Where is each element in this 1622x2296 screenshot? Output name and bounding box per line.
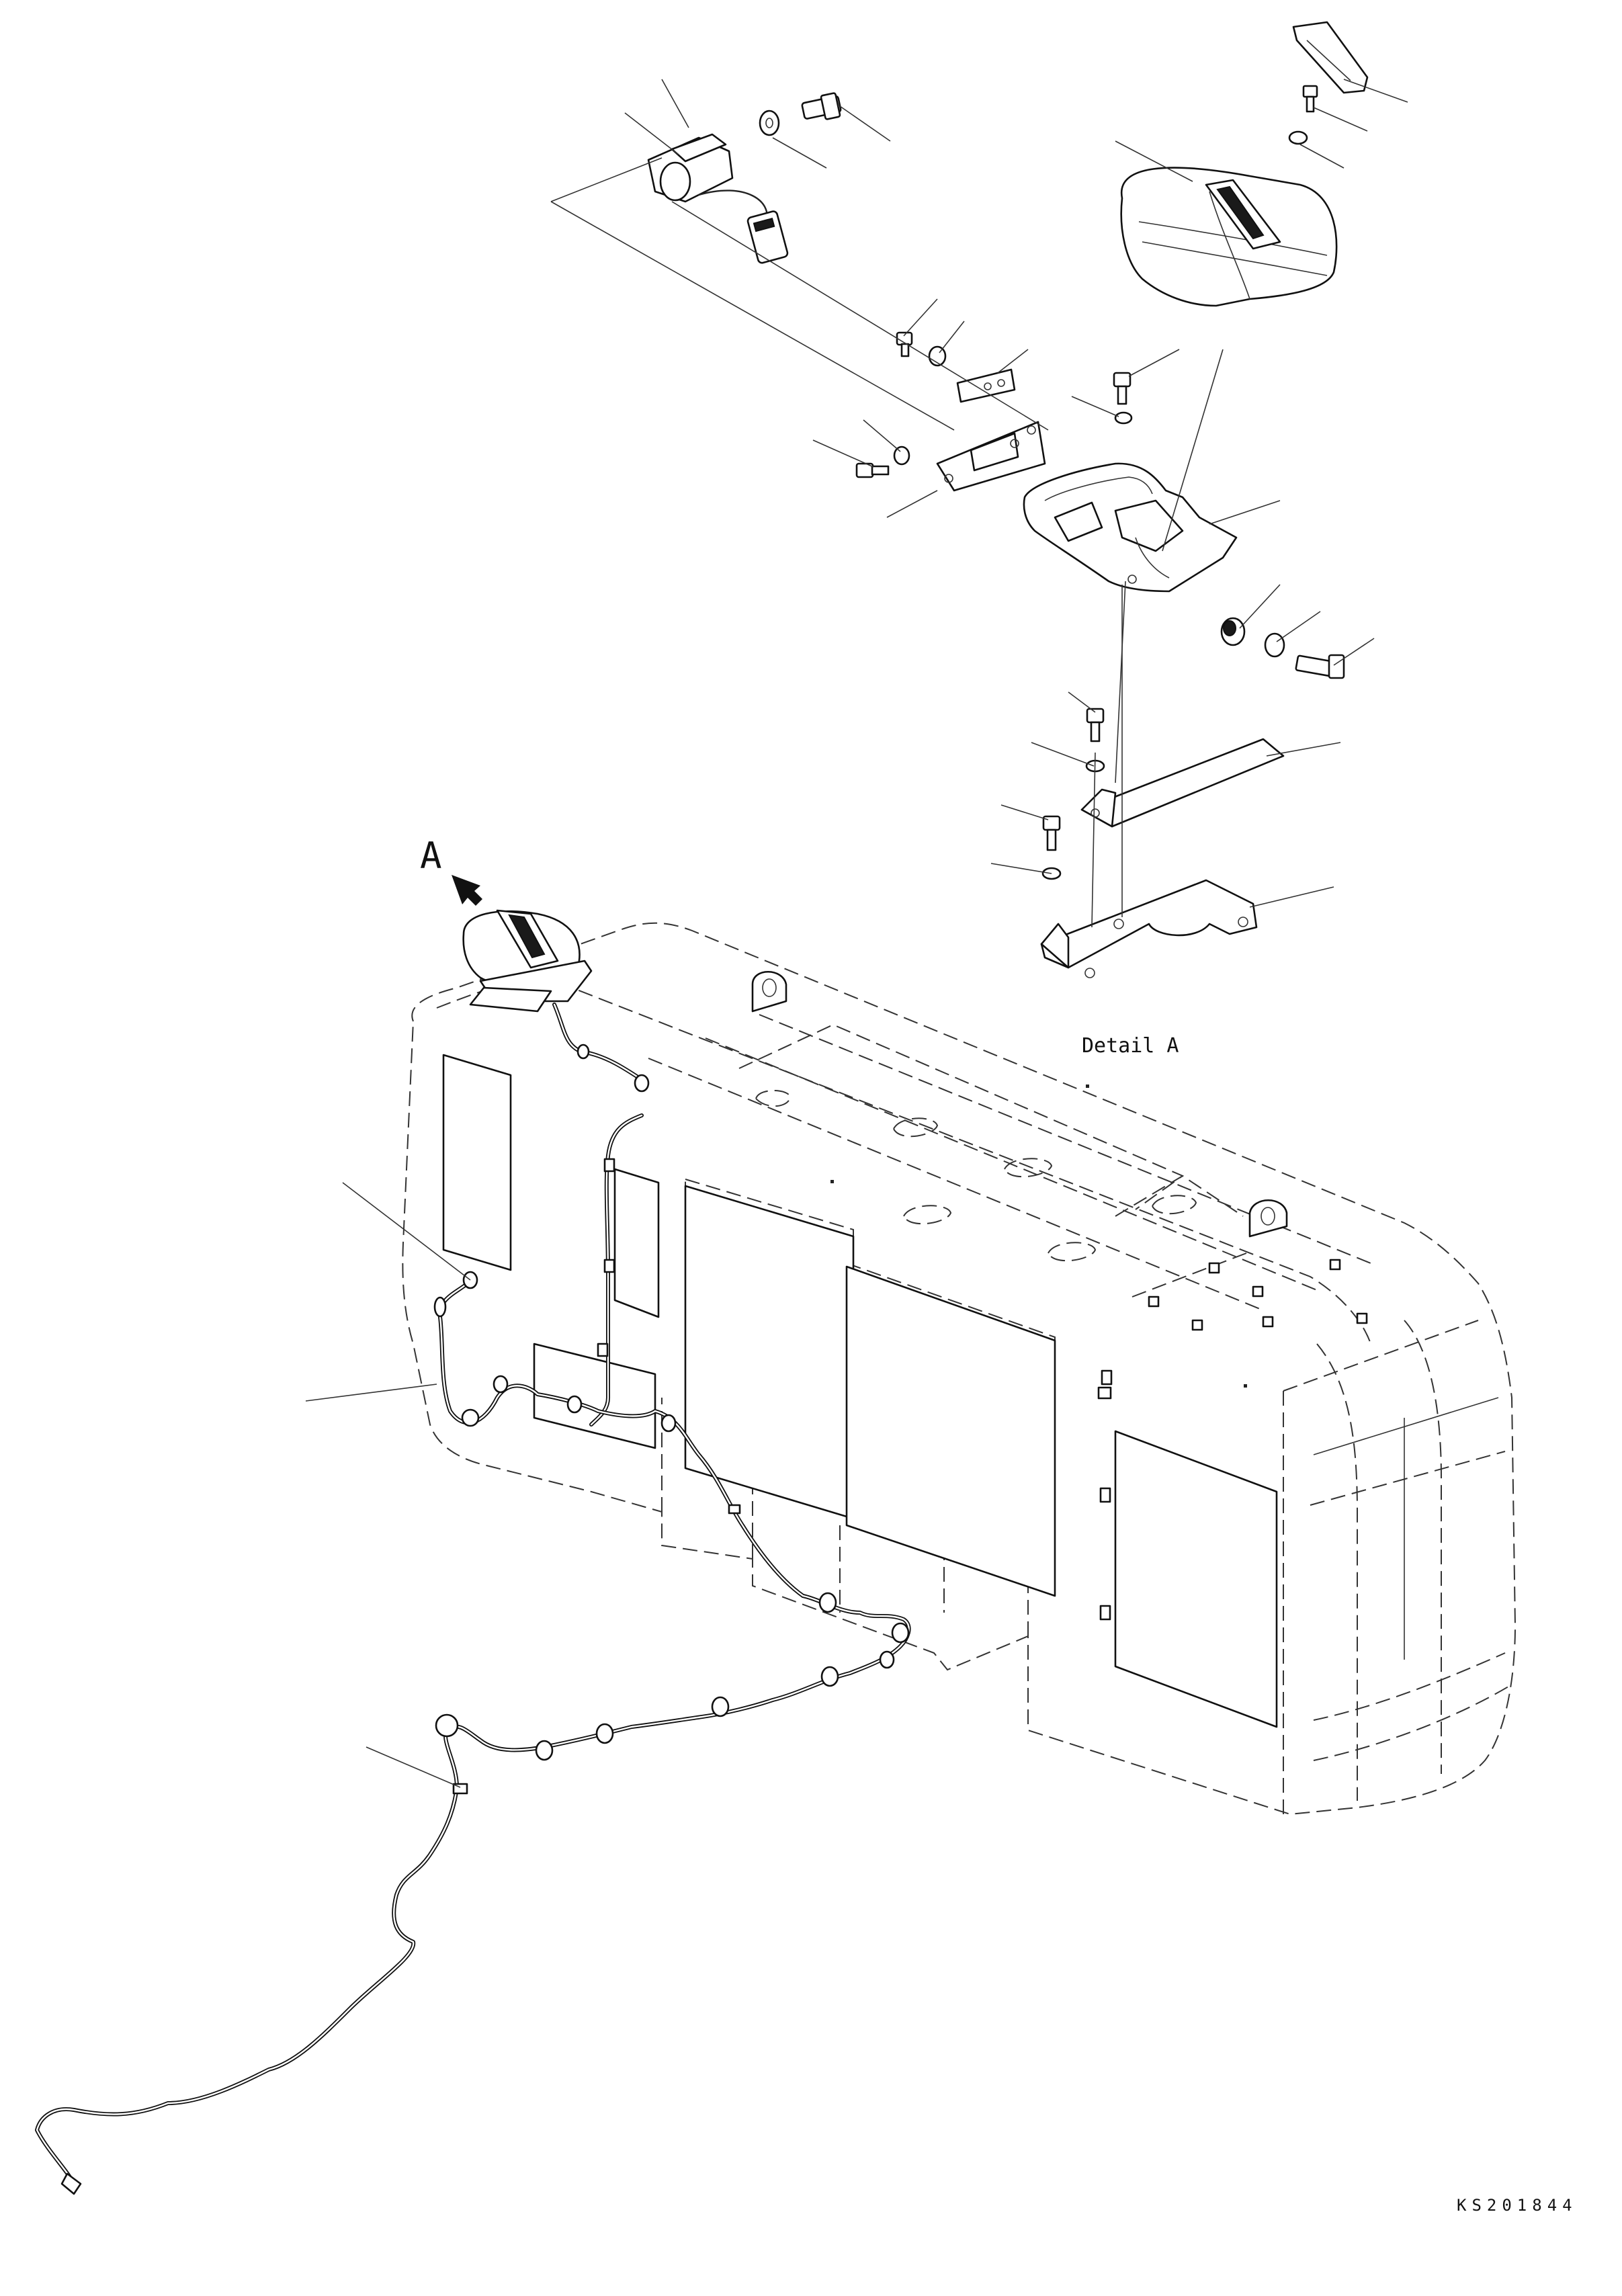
bolt-lower <box>1042 815 1061 851</box>
washer-left <box>893 445 910 466</box>
view-arrow-letter: A <box>420 835 442 877</box>
view-arrow-icon <box>452 875 482 906</box>
l-bracket <box>956 368 1016 403</box>
cover-pad <box>1292 21 1369 94</box>
wire-harness <box>35 1003 911 2195</box>
angle-plate <box>1080 738 1285 828</box>
bolt-right <box>1295 654 1345 679</box>
detail-caption: Detail A <box>1082 1034 1179 1058</box>
washer-top <box>1114 411 1133 425</box>
view-arrow-a: A <box>420 835 482 906</box>
machine-body <box>402 922 1517 1816</box>
small-washer <box>1288 130 1308 145</box>
bolt-small <box>896 331 913 357</box>
bolt-left <box>855 462 890 478</box>
armrest-frame <box>1023 462 1238 593</box>
small-screw <box>1302 85 1318 113</box>
detail-a-assembly <box>550 21 1369 978</box>
armrest-cushion <box>1120 167 1338 307</box>
washer <box>759 110 780 136</box>
bolt-top <box>1113 372 1132 405</box>
switch-with-connector <box>647 133 789 264</box>
washer-right <box>1264 632 1285 658</box>
bushing <box>1220 617 1246 646</box>
screw <box>801 92 842 120</box>
detail-leaders <box>550 79 1408 908</box>
mounting-bracket <box>1040 879 1258 978</box>
body-leaders <box>305 1182 471 1788</box>
bolt-mid <box>1086 708 1105 742</box>
hinge-plate <box>936 421 1046 492</box>
drawing-code: KS201844 <box>1457 2196 1578 2215</box>
mounted-armrest <box>462 909 593 1013</box>
